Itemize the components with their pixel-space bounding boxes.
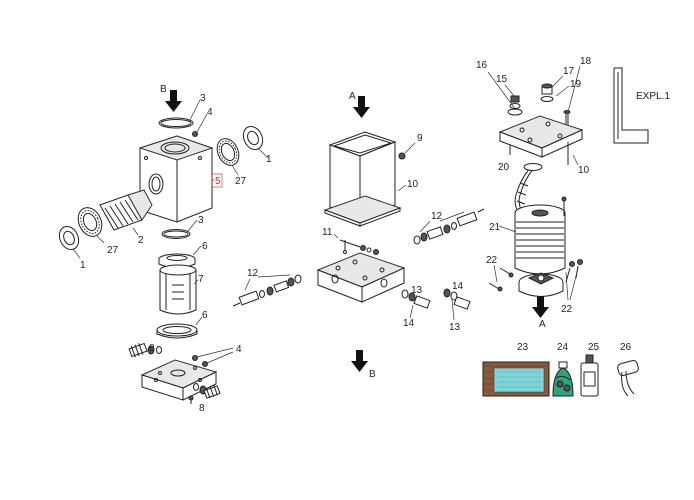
- label-14-top: 14: [452, 281, 464, 292]
- grease-tube: [617, 360, 639, 397]
- main-pump-block: [138, 135, 214, 223]
- screws-22-right: [565, 259, 583, 283]
- label-26: 26: [620, 342, 632, 353]
- valve-block: [316, 252, 406, 303]
- label-20: 20: [498, 162, 510, 173]
- label-23: 23: [517, 342, 529, 353]
- label-1-left: 1: [80, 260, 86, 271]
- label-3-top: 3: [200, 93, 206, 104]
- top-plate: [498, 115, 584, 165]
- filter-pad: [482, 361, 550, 397]
- label-4-top: 4: [207, 107, 213, 118]
- label-14-bottom: 14: [403, 318, 415, 329]
- fitting-top: [128, 342, 162, 358]
- label-15: 15: [496, 74, 508, 85]
- label-27-left: 27: [107, 245, 119, 256]
- screws-22-left: [488, 267, 514, 292]
- label-4-lower: 4: [236, 344, 242, 355]
- filter-glass: [159, 264, 197, 315]
- label-24: 24: [557, 342, 569, 353]
- label-13-top: 13: [411, 285, 423, 296]
- label-2: 2: [138, 235, 144, 246]
- valve-plug-17-19: [540, 83, 554, 102]
- label-10-center: 10: [407, 179, 419, 190]
- screw-set-11: [339, 239, 379, 255]
- right-assembly: 16 15 18 17 19: [476, 56, 670, 330]
- label-expl: EXPL.1: [636, 91, 670, 102]
- bearing-right: [216, 138, 240, 166]
- o-ring-lower: [161, 229, 191, 239]
- cable-20: [514, 167, 531, 216]
- consumables: 23 24 25 26: [482, 342, 639, 397]
- fitting-set-13-14: [401, 288, 471, 310]
- fitting-lower: [193, 383, 221, 399]
- label-22-right: 22: [561, 304, 573, 315]
- label-16: 16: [476, 60, 488, 71]
- direction-arrow-b-top: B: [160, 84, 182, 112]
- open-housing: [323, 131, 402, 227]
- motor-coil: [514, 196, 567, 275]
- label-11: 11: [322, 227, 333, 238]
- label-6-lower: 6: [202, 310, 208, 321]
- fitting-set-12-left: [232, 274, 302, 307]
- label-b-top: B: [160, 84, 167, 95]
- motor-base: [518, 272, 564, 297]
- label-10-right: 10: [578, 165, 590, 176]
- label-3-lower: 3: [198, 215, 204, 226]
- seal-ring-left: [58, 225, 80, 251]
- filter-ring-lower: [156, 323, 198, 339]
- label-6-top: 6: [202, 241, 208, 252]
- label-27-right: 27: [235, 176, 247, 187]
- center-assembly: A 10 9 11: [232, 91, 485, 380]
- label-12-right: 12: [431, 211, 443, 222]
- label-5-highlighted: 5: [215, 176, 221, 187]
- label-a-bottom: A: [539, 319, 546, 330]
- label-12-left: 12: [247, 268, 259, 279]
- seal-ring-right: [242, 125, 264, 151]
- label-b-bottom: B: [369, 369, 376, 380]
- oil-bottle: [580, 354, 599, 397]
- label-18: 18: [580, 56, 592, 67]
- direction-arrow-b-bottom: B: [351, 350, 376, 380]
- label-a-top: A: [349, 91, 356, 102]
- direction-arrow-a-top: A: [349, 91, 370, 118]
- label-8-top: 8: [149, 343, 155, 354]
- cleaning-brush-bag: [552, 361, 574, 397]
- label-25: 25: [588, 342, 600, 353]
- label-1-right: 1: [266, 154, 272, 165]
- label-22-left: 22: [486, 255, 498, 266]
- label-19: 19: [570, 79, 582, 90]
- label-21: 21: [489, 222, 501, 233]
- label-17: 17: [563, 66, 575, 77]
- explosion-bracket: [613, 67, 649, 144]
- left-assembly: B 3 4 5 27: [58, 84, 272, 414]
- filter-base-plate: [140, 359, 218, 401]
- direction-arrow-a-bottom: A: [532, 296, 549, 330]
- drive-shaft-gear: [99, 189, 153, 231]
- label-7: 7: [198, 274, 204, 285]
- label-13-bottom: 13: [449, 322, 461, 333]
- bearing-left: [77, 207, 103, 237]
- fitting-set-12-right: [413, 208, 485, 245]
- valve-plug-15-16: [507, 95, 523, 116]
- label-8-lower: 8: [199, 403, 205, 414]
- label-9: 9: [417, 133, 423, 144]
- o-ring-top: [158, 117, 194, 129]
